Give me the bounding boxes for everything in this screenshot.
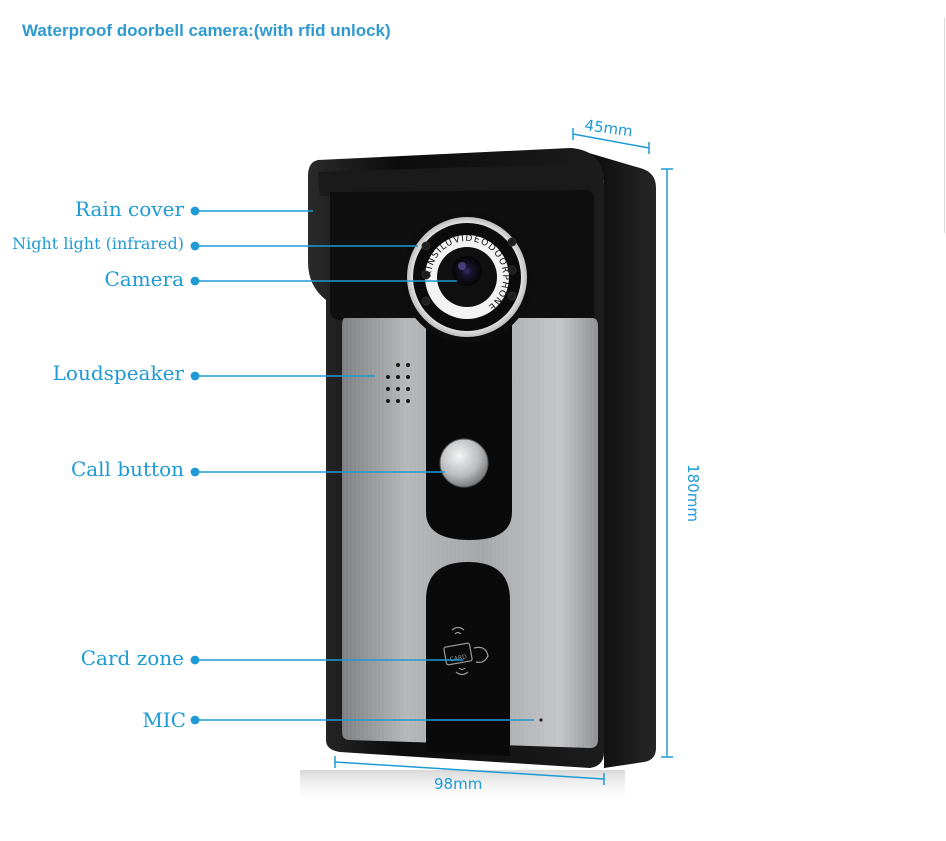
- card-text: CARD: [449, 654, 467, 664]
- callout-camera: Camera: [104, 267, 184, 291]
- edge-divider: [944, 18, 945, 233]
- housing-side: [572, 148, 656, 768]
- callout-night-light: Night light (infrared): [12, 234, 184, 253]
- ir-leds: [421, 237, 517, 306]
- speaker-grille: [386, 363, 410, 403]
- callout-lines: [190, 206, 534, 725]
- callout-call-button: Call button: [70, 457, 184, 481]
- page-title: Waterproof doorbell camera:(with rfid un…: [22, 21, 391, 40]
- call-button-shape: [439, 438, 489, 488]
- dimension-width: 98mm: [434, 775, 483, 793]
- callout-rain-cover: Rain cover: [74, 197, 184, 221]
- button-strip: [426, 318, 512, 540]
- floor-shadow: [300, 770, 625, 805]
- callout-card-zone: Card zone: [80, 646, 184, 670]
- callout-mic: MIC: [142, 708, 186, 732]
- dimension-height: 180mm: [683, 464, 702, 522]
- card-zone-strip: [426, 562, 510, 756]
- mic-hole: [539, 718, 543, 722]
- rain-cover-lip: [318, 164, 594, 196]
- card-icon: [443, 626, 489, 676]
- callout-loudspeaker: Loudspeaker: [52, 361, 184, 385]
- dimension-lines: [334, 128, 673, 785]
